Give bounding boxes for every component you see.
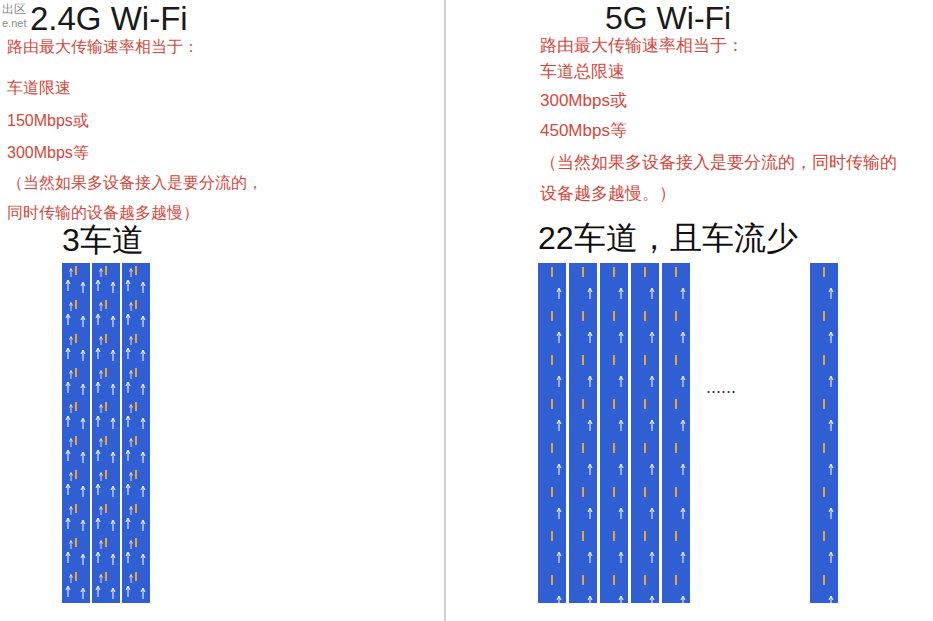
lane-strip [600, 263, 628, 603]
lane-strip [122, 263, 150, 603]
speed-note: 路由最大传输速率相当于： [540, 36, 744, 56]
lane [631, 263, 659, 603]
share-note: （当然如果多设备接入是要分流的，同时传输的设备越多越慢。） [540, 147, 906, 209]
ellipsis: ...... [706, 376, 736, 398]
speed-note: 路由最大传输速率相当于： [7, 37, 199, 56]
speed-value: 300Mbps等 [7, 143, 89, 162]
lane [92, 263, 120, 603]
lane [810, 263, 838, 603]
lane-strip [538, 263, 566, 603]
share-note: （当然如果多设备接入是要分流的，同时传输的设备越多越慢） [7, 168, 269, 228]
lane [600, 263, 628, 603]
lane [538, 263, 566, 603]
speed-value: 150Mbps或 [7, 111, 89, 130]
panel-title: 2.4G Wi-Fi [30, 1, 188, 37]
lane-count: 3车道 [62, 221, 144, 259]
speed-note: 车道总限速 [540, 62, 625, 82]
lane-strip [662, 263, 690, 603]
lane [62, 263, 90, 603]
lane [122, 263, 150, 603]
speed-value: 300Mbps或 [540, 91, 627, 111]
speed-note: 车道限速 [7, 78, 71, 97]
lane-strip [569, 263, 597, 603]
lane-count: 22车道，且车流少 [538, 219, 798, 257]
lane-strip [810, 263, 838, 603]
speed-value: 450Mbps等 [540, 121, 627, 141]
watermark: e.net [2, 17, 26, 30]
lane [662, 263, 690, 603]
lane-strip [62, 263, 90, 603]
lane-strip [92, 263, 120, 603]
lane-strip [631, 263, 659, 603]
lane [569, 263, 597, 603]
panel-title: 5G Wi-Fi [605, 1, 731, 35]
watermark: 出区 [2, 2, 26, 16]
panel-divider [445, 0, 446, 621]
